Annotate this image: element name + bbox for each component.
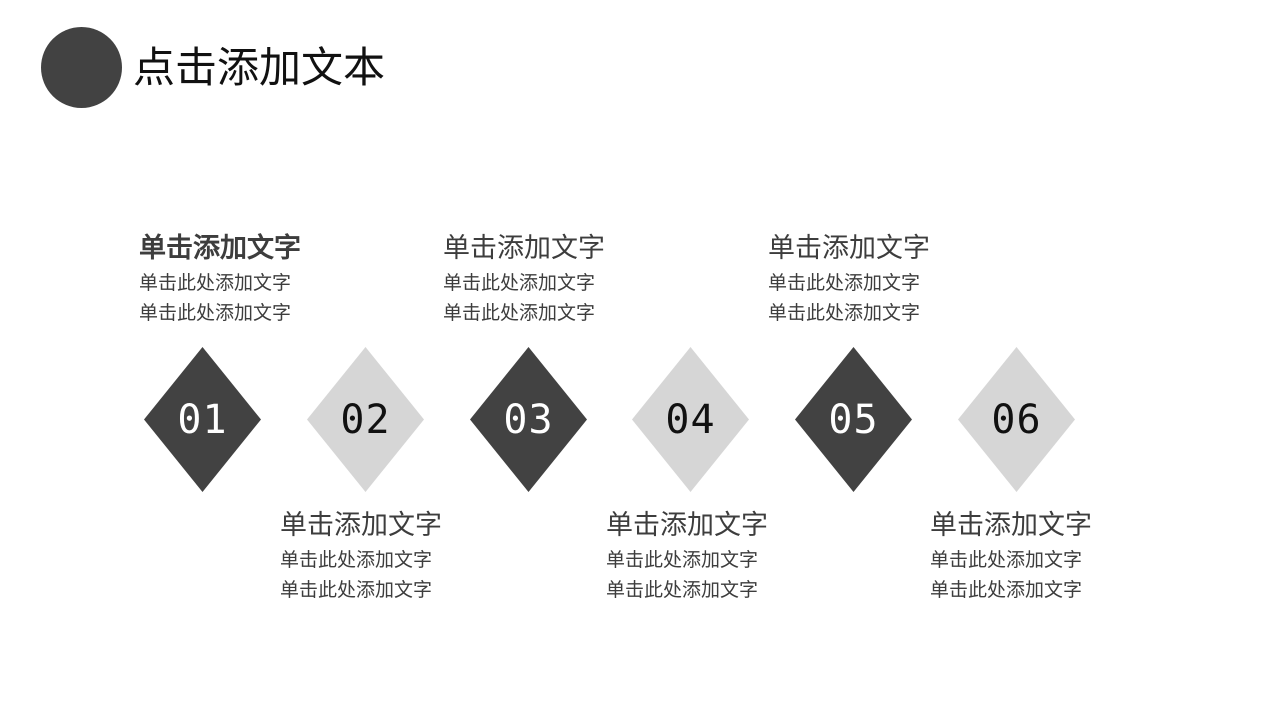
step-diamond-03[interactable]: 03 (470, 347, 587, 492)
title-circle-decoration (41, 27, 122, 108)
step-heading: 单击添加文字 (139, 233, 301, 264)
step-heading: 单击添加文字 (768, 233, 930, 264)
page-title[interactable]: 点击添加文本 (133, 43, 386, 92)
step-diamond-01[interactable]: 01 (144, 347, 261, 492)
step-line: 单击此处添加文字 (280, 579, 433, 601)
step-line: 单击此处添加文字 (443, 302, 596, 324)
step-text-05[interactable]: 单击添加文字 单击此处添加文字 单击此处添加文字 (768, 232, 968, 328)
step-line: 单击此处添加文字 (930, 549, 1083, 571)
step-line: 单击此处添加文字 (139, 272, 292, 294)
step-text-01[interactable]: 单击添加文字 单击此处添加文字 单击此处添加文字 (139, 232, 339, 328)
step-number: 04 (665, 396, 716, 443)
step-heading: 单击添加文字 (443, 233, 605, 264)
step-text-03[interactable]: 单击添加文字 单击此处添加文字 单击此处添加文字 (443, 232, 643, 328)
step-number: 05 (828, 396, 879, 443)
step-number: 02 (340, 396, 391, 443)
step-line: 单击此处添加文字 (930, 579, 1083, 601)
step-line: 单击此处添加文字 (443, 272, 596, 294)
step-heading: 单击添加文字 (606, 510, 768, 541)
step-number: 03 (503, 396, 554, 443)
step-heading: 单击添加文字 (930, 510, 1092, 541)
step-line: 单击此处添加文字 (606, 579, 759, 601)
step-diamond-04[interactable]: 04 (632, 347, 749, 492)
step-text-02[interactable]: 单击添加文字 单击此处添加文字 单击此处添加文字 (280, 509, 480, 605)
step-diamond-06[interactable]: 06 (958, 347, 1075, 492)
step-line: 单击此处添加文字 (768, 302, 921, 324)
step-diamond-05[interactable]: 05 (795, 347, 912, 492)
step-number: 06 (991, 396, 1042, 443)
step-line: 单击此处添加文字 (280, 549, 433, 571)
step-line: 单击此处添加文字 (768, 272, 921, 294)
step-line: 单击此处添加文字 (139, 302, 292, 324)
step-text-04[interactable]: 单击添加文字 单击此处添加文字 单击此处添加文字 (606, 509, 806, 605)
step-heading: 单击添加文字 (280, 510, 442, 541)
step-number: 01 (177, 396, 228, 443)
step-text-06[interactable]: 单击添加文字 单击此处添加文字 单击此处添加文字 (930, 509, 1130, 605)
step-line: 单击此处添加文字 (606, 549, 759, 571)
step-diamond-02[interactable]: 02 (307, 347, 424, 492)
